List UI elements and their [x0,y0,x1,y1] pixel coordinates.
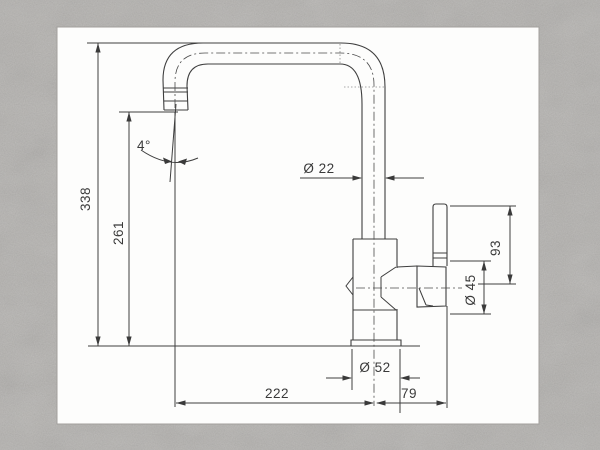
dim-spout-height: 261 [111,111,178,346]
dim-handle-height: 93 [450,205,516,285]
faucet-spout [162,42,386,239]
dim-spray-angle-label: 4° [137,138,151,153]
centerlines [174,52,462,406]
dim-tube-diameter-label: Ø 22 [303,161,334,176]
dim-handle-height-label: 93 [488,240,503,256]
drawing-sheet [56,26,540,425]
dim-base-diameter: Ø 52 [326,349,420,413]
faucet-handle [432,203,448,266]
dim-handle-offset: 79 [376,306,448,408]
faucet-body [345,238,447,347]
dim-spout-reach: 222 [176,386,374,406]
faucet-drawing [88,42,462,406]
dim-base-diameter-label: Ø 52 [359,360,390,375]
dim-handle-offset-label: 79 [401,386,417,401]
dim-cartridge-diameter: Ø 45 [450,260,491,315]
dim-spout-reach-label: 222 [265,386,289,401]
dim-total-height-label: 338 [78,187,93,211]
dim-spray-angle: 4° [137,103,199,407]
dim-spout-height-label: 261 [111,221,126,245]
dimensions: 338 261 4° Ø 22 [78,42,516,413]
dim-tube-diameter: Ø 22 [300,161,424,181]
dim-cartridge-diameter-label: Ø 45 [463,274,478,305]
dim-total-height: 338 [78,42,210,346]
